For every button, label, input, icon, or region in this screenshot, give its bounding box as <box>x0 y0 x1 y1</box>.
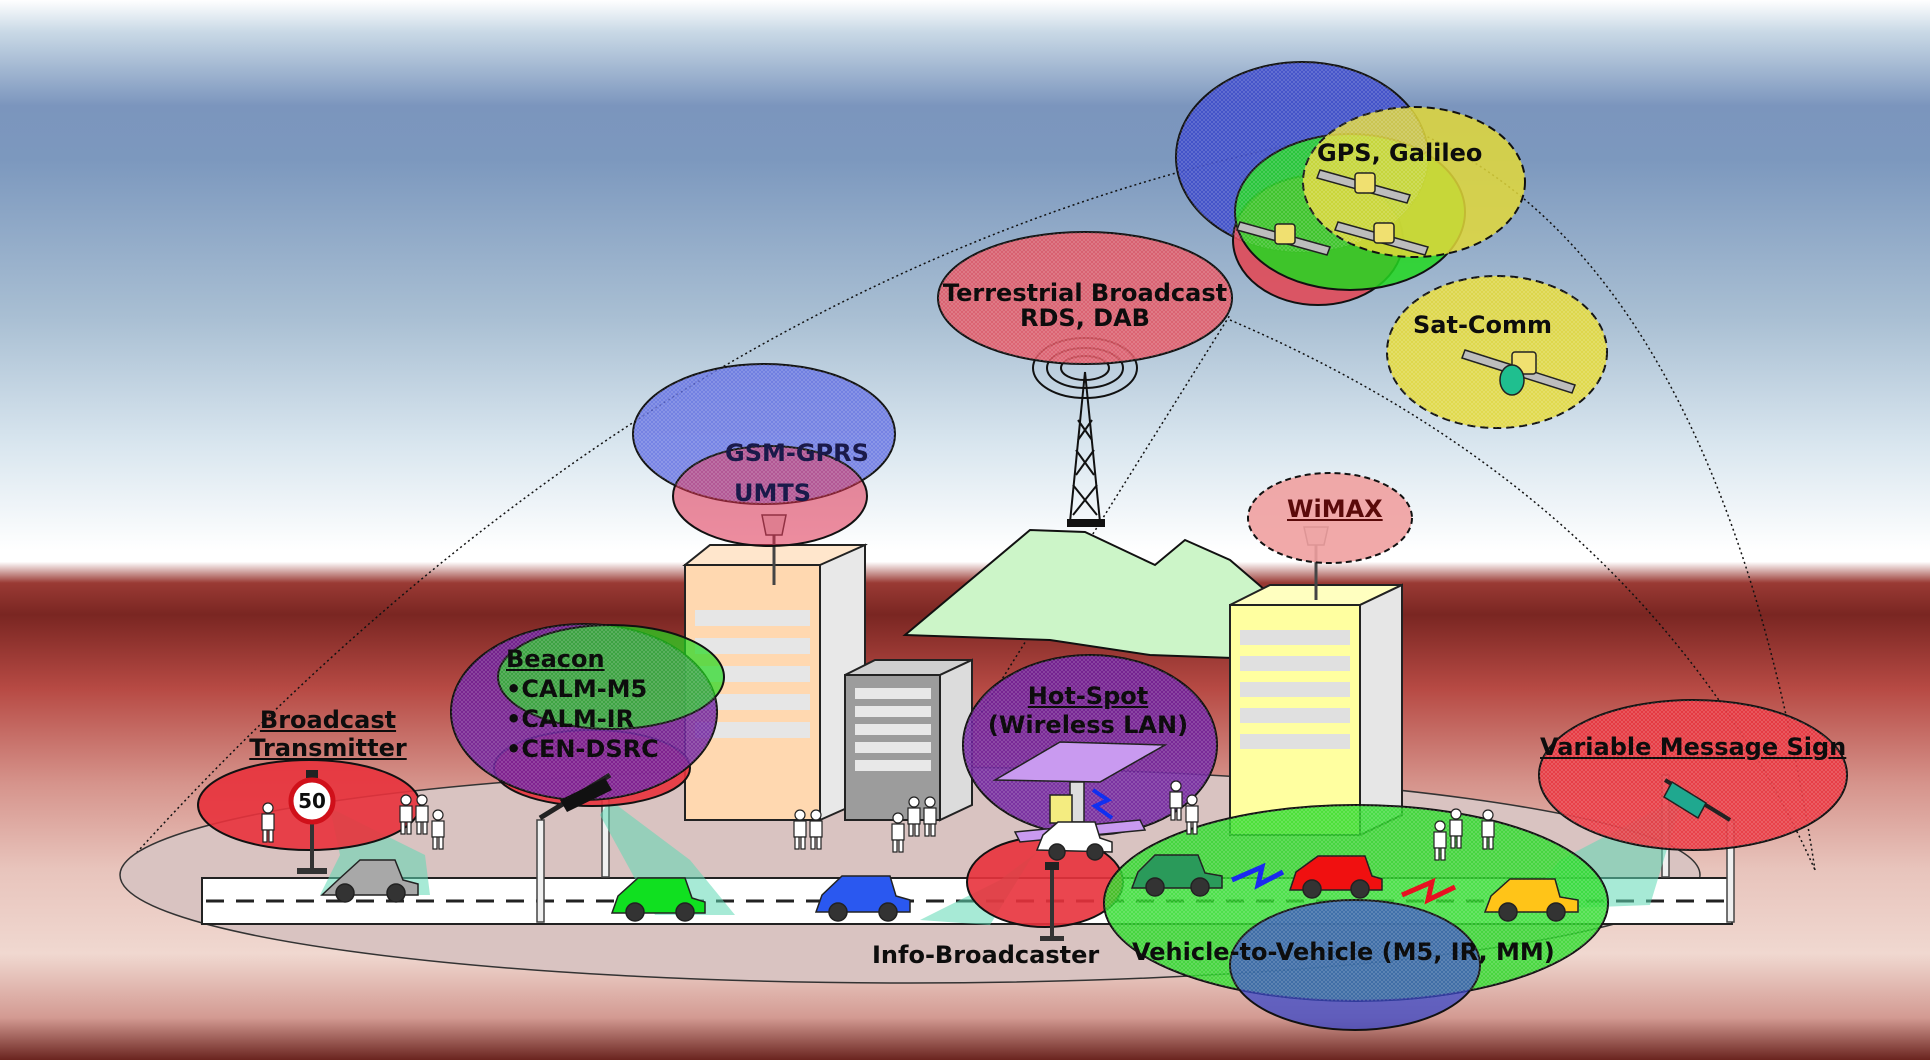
label-beacon-title: Beacon <box>506 645 605 673</box>
satellite-icon <box>1236 221 1331 256</box>
building-yellow <box>1229 583 1403 837</box>
mountain <box>902 528 1302 662</box>
car-icon <box>1483 878 1579 922</box>
label-variable-message-sign: Variable Message Sign <box>1540 733 1847 761</box>
label-terrestrial-broadcast: Terrestrial Broadcast RDS, DAB <box>940 279 1230 333</box>
label-beacon-item: •CALM-IR <box>506 705 635 733</box>
radio-tower <box>1032 337 1138 527</box>
label-broadcast-transmitter: Broadcast Transmitter <box>228 706 428 762</box>
info-broadcaster-post-icon <box>1040 862 1064 941</box>
car-icon <box>1035 821 1113 861</box>
beacon-emitter-icon <box>538 772 612 821</box>
label-info-broadcaster: Info-Broadcaster <box>872 941 1100 969</box>
satellite-icon <box>1316 169 1411 204</box>
zone-wimax <box>1247 472 1413 564</box>
label-hotspot-line2: (Wireless LAN) <box>987 711 1189 739</box>
label-beacon: Beacon •CALM-M5 •CALM-IR •CEN-DSRC <box>506 644 659 764</box>
label-broadcast-line1: Broadcast <box>259 706 397 734</box>
label-hotspot-line1: Hot-Spot <box>1027 682 1149 710</box>
wireless-link-icon <box>1401 877 1457 905</box>
label-sat-comm: Sat-Comm <box>1413 311 1553 339</box>
speed-limit-value: 50 <box>298 789 326 813</box>
zone-mesh <box>451 62 1847 1001</box>
people-icon <box>261 780 1495 861</box>
label-vehicle-to-vehicle: Vehicle-to-Vehicle (M5, IR, MM) <box>1132 938 1555 966</box>
label-gps-galileo: GPS, Galileo <box>1317 139 1483 167</box>
label-hot-spot: Hot-Spot (Wireless LAN) <box>968 682 1208 740</box>
car-icon <box>320 859 419 903</box>
label-broadcast-line2: Transmitter <box>249 734 407 762</box>
car-icon <box>1288 855 1383 899</box>
label-beacon-item: •CALM-M5 <box>506 675 648 703</box>
satellite-icon <box>1334 221 1429 256</box>
car-icon <box>610 877 706 922</box>
car-icon <box>814 875 911 922</box>
label-umts: UMTS <box>734 479 812 507</box>
car-icon <box>1130 854 1223 897</box>
building-gray <box>844 658 973 822</box>
speed-limit-sign-icon <box>288 770 336 874</box>
vms-sign-icon <box>1663 778 1732 822</box>
label-terrestrial-line2: RDS, DAB <box>1020 304 1150 333</box>
satellite-icon <box>1461 349 1576 396</box>
wireless-link-icon <box>1231 862 1285 890</box>
label-beacon-item: •CEN-DSRC <box>506 735 659 763</box>
label-wimax: WiMAX <box>1287 495 1383 523</box>
label-terrestrial-line1: Terrestrial Broadcast <box>942 279 1228 307</box>
label-gsm-gprs: GSM-GPRS <box>725 439 869 467</box>
